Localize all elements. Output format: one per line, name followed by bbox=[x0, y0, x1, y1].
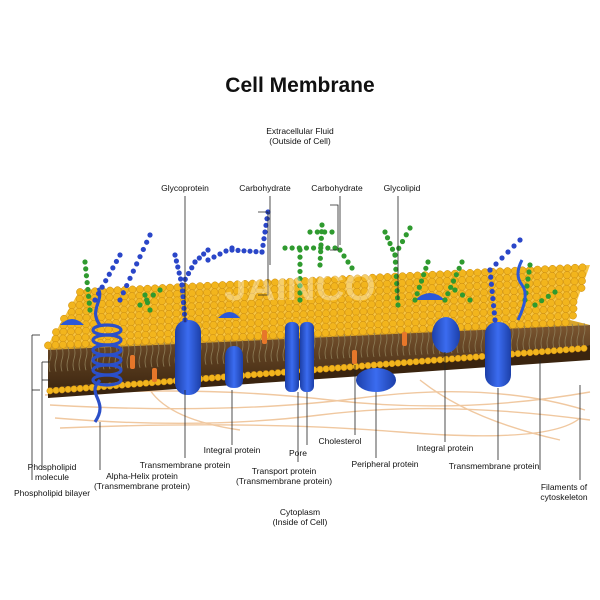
transport-protein-b bbox=[300, 322, 314, 392]
label-glycoprotein: Glycoprotein bbox=[161, 183, 209, 193]
label-carbohydrate-b: Carbohydrate bbox=[311, 183, 363, 193]
proteins bbox=[60, 293, 511, 395]
label-glycolipid: Glycolipid bbox=[383, 183, 421, 193]
transmembrane-protein-left bbox=[175, 320, 201, 395]
label-transmembrane-protein-right: Transmembrane protein bbox=[448, 461, 540, 471]
outside-label: Extracellular Fluid (Outside of Cell) bbox=[266, 126, 334, 146]
cholesterol-molecules bbox=[130, 330, 407, 382]
transmembrane-protein-right bbox=[485, 322, 511, 387]
label-cholesterol: Cholesterol bbox=[318, 436, 362, 446]
label-alpha-helix: Alpha-Helix protein (Transmembrane prote… bbox=[93, 471, 191, 491]
diagram-title: Cell Membrane bbox=[225, 74, 375, 97]
label-transmembrane-protein-left: Transmembrane protein bbox=[139, 460, 231, 470]
label-carbohydrate-a: Carbohydrate bbox=[239, 183, 291, 193]
label-phospholipid-bilayer: Phospholipid bilayer bbox=[13, 488, 91, 498]
integral-protein-right bbox=[432, 317, 460, 353]
label-pore: Pore bbox=[289, 448, 307, 458]
label-peripheral-protein: Peripheral protein bbox=[351, 459, 419, 469]
integral-protein-left bbox=[225, 346, 243, 388]
inside-label: Cytoplasm (Inside of Cell) bbox=[272, 507, 328, 527]
cytoskeleton-filaments bbox=[44, 379, 591, 441]
label-integral-protein-right: Integral protein bbox=[416, 443, 474, 453]
label-pointers bbox=[31, 196, 581, 480]
watermark-logo: JAINCO bbox=[224, 265, 375, 309]
peripheral-protein bbox=[356, 368, 396, 392]
label-filaments-cytoskeleton: Filaments of cytoskeleton bbox=[540, 482, 588, 502]
transport-protein-a bbox=[285, 322, 299, 392]
label-phospholipid-molecule: Phospholipid molecule bbox=[27, 462, 77, 482]
label-transport-protein: Transport protein (Transmembrane protein… bbox=[235, 466, 333, 486]
alpha-helix-protein bbox=[91, 287, 123, 423]
label-integral-protein-left: Integral protein bbox=[203, 445, 261, 455]
